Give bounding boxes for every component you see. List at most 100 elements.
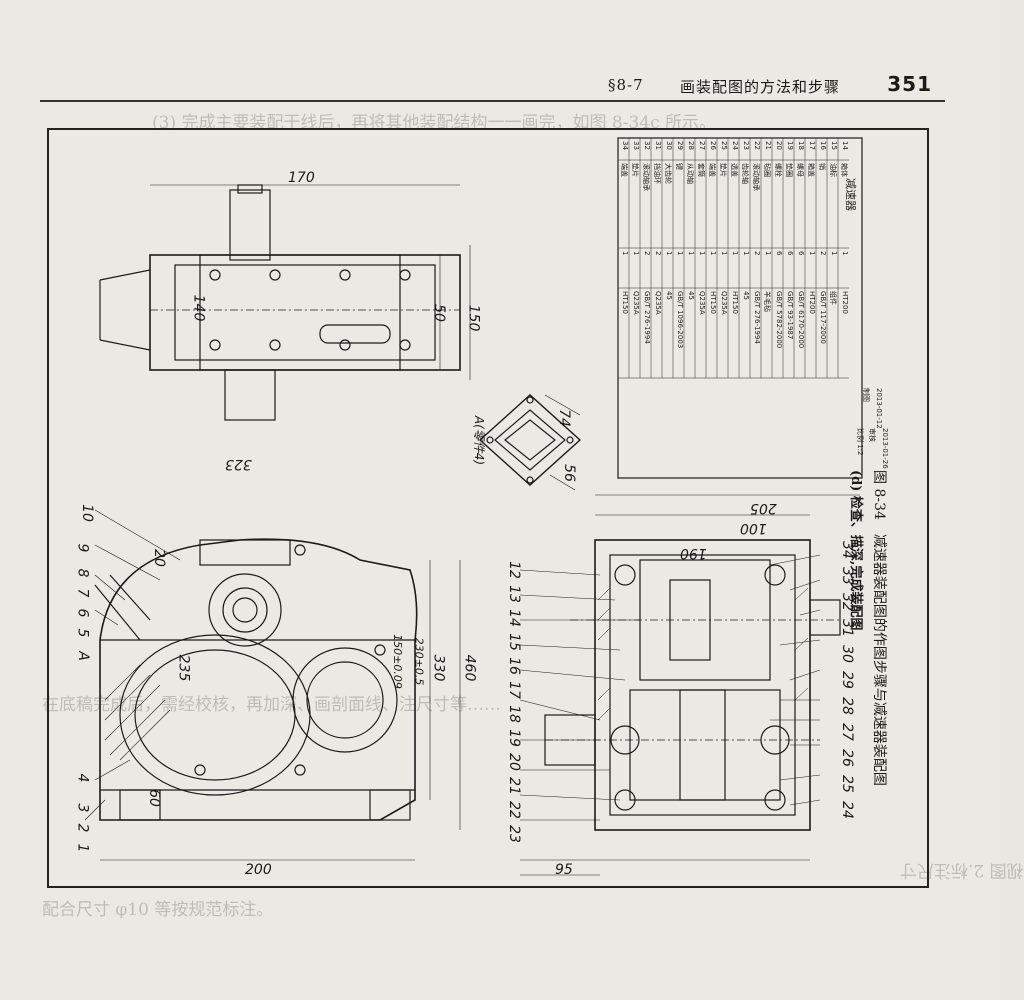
table-cell: 45	[665, 291, 673, 300]
drawing-sheet	[47, 128, 929, 888]
table-cell: GB/T 276-1994	[643, 291, 651, 344]
table-cell: 1	[720, 251, 728, 256]
title-block-cell: 2013-01-26	[881, 428, 889, 469]
table-cell: 1	[665, 251, 673, 256]
table-cell: HT200	[841, 291, 849, 314]
title-block-cell: 比例 1:2	[856, 428, 864, 456]
title-block-cell: 审核	[868, 428, 876, 442]
table-cell: GB/T 1096-2003	[676, 291, 684, 349]
balloon-number: 16	[505, 657, 522, 675]
table-cell: 1	[742, 251, 750, 256]
balloon-number: 24	[838, 801, 855, 819]
table-cell: 45	[742, 291, 750, 300]
table-cell: 端盖	[708, 163, 716, 177]
table-cell: Q235A	[698, 291, 706, 315]
part-number: 6	[74, 608, 91, 618]
table-cell: 1	[808, 251, 816, 256]
table-cell: 垫圈	[785, 163, 793, 177]
table-cell: 20	[775, 141, 783, 150]
dim-label: 190	[680, 545, 707, 561]
table-cell: 螺母	[796, 163, 804, 177]
table-cell: 滚动轴承	[642, 163, 650, 191]
table-cell: 螺栓	[774, 163, 782, 177]
table-cell: GB/T 93-1987	[786, 291, 794, 340]
table-cell: 键	[675, 163, 683, 170]
table-cell: 从动轴	[686, 163, 694, 184]
table-cell: Q235A	[654, 291, 662, 315]
table-cell: 滚动轴承	[752, 163, 760, 191]
dim-label: 74	[555, 409, 572, 427]
balloon-number: 19	[505, 729, 522, 747]
table-cell: 31	[654, 141, 662, 150]
table-cell: 大齿轮	[664, 163, 672, 184]
table-cell: Q235A	[720, 291, 728, 315]
table-cell: 箱盖	[807, 163, 815, 177]
page-number: 351	[887, 72, 932, 96]
table-cell: 套筒	[697, 163, 705, 177]
table-cell: HT200	[808, 291, 816, 314]
section-title: 画装配图的方法和步骤	[680, 78, 841, 96]
balloon-number: 12	[505, 561, 522, 579]
table-cell: 1	[731, 251, 739, 256]
table-cell: 45	[687, 291, 695, 300]
table-cell: 29	[676, 141, 684, 150]
dim-label: 150	[465, 304, 482, 332]
table-cell: 1	[687, 251, 695, 256]
table-cell: 1	[621, 251, 629, 256]
a-view-part4	[478, 394, 582, 491]
table-cell: 18	[797, 141, 805, 150]
table-cell: 16	[819, 141, 827, 150]
table-cell: 6	[797, 251, 805, 256]
part-number: 4	[74, 773, 91, 783]
table-cell: 14	[841, 141, 849, 150]
table-cell: 1	[698, 251, 706, 256]
table-cell: 15	[830, 141, 838, 150]
table-cell: 26	[709, 141, 717, 150]
part-number: 10	[78, 504, 95, 522]
bleed-line: 配合尺寸 φ10 等按规范标注。	[42, 900, 274, 920]
table-cell: GB/T 6170-2000	[797, 291, 805, 349]
dim-label: 150±0.09	[390, 634, 404, 689]
table-cell: 挡油环	[653, 163, 661, 184]
table-cell: 1	[632, 251, 640, 256]
view-label: A(零件4)	[472, 415, 487, 466]
top-view	[99, 184, 471, 421]
part-number: 9	[74, 543, 91, 553]
table-cell: 24	[731, 141, 739, 150]
table-cell: 羊毛毡	[763, 291, 771, 312]
table-cell: 25	[720, 141, 728, 150]
table-cell: 28	[687, 141, 695, 150]
dim-label: 460	[461, 654, 478, 682]
balloon-number: 23	[505, 825, 522, 843]
header-rule	[40, 100, 945, 102]
table-cell: GB/T 276-1994	[753, 291, 761, 344]
balloon-number: 29	[838, 671, 855, 689]
dim-label: 100	[740, 520, 767, 536]
balloon-number: 30	[838, 645, 855, 663]
dim-label: 205	[750, 500, 777, 516]
table-cell: 2	[819, 251, 827, 256]
balloon-number: 21	[505, 777, 522, 795]
table-cell: 32	[643, 141, 651, 150]
table-cell: 1	[709, 251, 717, 256]
table-cell: 30	[665, 141, 673, 150]
part-number: 7	[74, 588, 91, 598]
part-number: 5	[74, 628, 91, 638]
part-number: 8	[74, 568, 91, 578]
table-cell: 2	[643, 251, 651, 256]
dim-label: 50	[430, 304, 447, 322]
table-cell: GB/T 5782-2000	[775, 291, 783, 349]
table-cell: 17	[808, 141, 816, 150]
table-cell: 22	[753, 141, 761, 150]
table-cell: 33	[632, 141, 640, 150]
balloon-number: 14	[505, 609, 522, 627]
table-cell: HT150	[731, 291, 739, 314]
table-cell: 1	[830, 251, 838, 256]
balloon-number: 25	[838, 775, 855, 793]
part-number: 1	[74, 843, 91, 853]
assembly-drawing	[84, 137, 863, 876]
table-cell: HT150	[709, 291, 717, 314]
balloon-number: 17	[505, 681, 522, 699]
table-cell: 21	[764, 141, 772, 150]
